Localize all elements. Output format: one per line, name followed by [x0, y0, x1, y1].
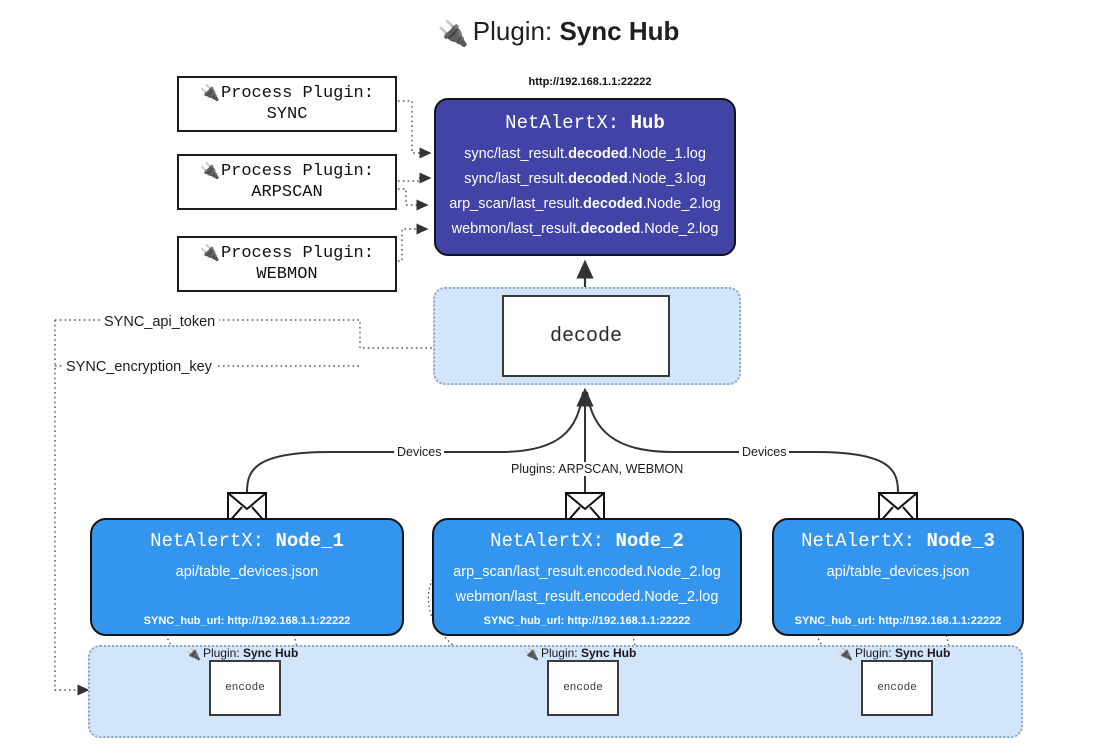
hub-title: NetAlertX: Hub — [436, 112, 734, 134]
hub-node[interactable]: NetAlertX: Hub sync/last_result.decoded.… — [434, 98, 736, 256]
process-plugin-title: Process Plugin: — [220, 83, 374, 103]
hub-log-line: sync/last_result.decoded.Node_1.log — [464, 146, 706, 162]
node-hub-url: SYNC_hub_url: http://192.168.1.1:22222 — [794, 615, 1002, 627]
plug-icon: 🔌 — [838, 647, 853, 661]
plug-icon: 🔌 — [200, 160, 220, 180]
node-title-name: Node_3 — [926, 530, 995, 552]
encode-plugin-label-2: 🔌Plugin: Sync Hub — [524, 646, 637, 661]
node-title: NetAlertX: Node_3 — [774, 530, 1022, 552]
process-plugin-name: SYNC — [266, 105, 308, 124]
process-plugin-title: Process Plugin: — [220, 243, 374, 263]
node-box-node-2[interactable]: NetAlertX: Node_2 arp_scan/last_result.e… — [432, 518, 742, 636]
hub-url-label: http://192.168.1.1:22222 — [528, 76, 652, 88]
encode-plugin-label-3: 🔌Plugin: Sync Hub — [838, 646, 951, 661]
edge-label-plugins-middle: Plugins: ARPSCAN, WEBMON — [508, 462, 687, 476]
hub-log-line: sync/last_result.decoded.Node_3.log — [464, 171, 706, 187]
node-payload-list: api/table_devices.json — [774, 560, 1022, 585]
process-plugin-name: ARPSCAN — [251, 183, 323, 202]
node-payload-list: api/table_devices.json — [92, 560, 402, 585]
hub-title-prefix: NetAlertX: — [505, 112, 620, 134]
encode-box-node-3[interactable]: encode — [861, 660, 933, 716]
node-title-name: Node_1 — [275, 530, 344, 552]
node-hub-url: SYNC_hub_url: http://192.168.1.1:22222 — [483, 615, 691, 627]
process-plugin-sync[interactable]: 🔌Process Plugin: SYNC — [177, 76, 397, 132]
plug-icon: 🔌 — [200, 82, 220, 102]
node-payload-line: api/table_devices.json — [826, 564, 970, 580]
edge-label-devices-left: Devices — [394, 445, 445, 459]
encode-box-node-1[interactable]: encode — [209, 660, 281, 716]
node-title-prefix: NetAlertX: — [490, 530, 605, 552]
node-box-node-3[interactable]: NetAlertX: Node_3 api/table_devices.json… — [772, 518, 1024, 636]
encode-plugin-label-1: 🔌Plugin: Sync Hub — [186, 646, 299, 661]
plug-icon: 🔌 — [437, 20, 469, 48]
edge-label-devices-right: Devices — [739, 445, 790, 459]
node-title-name: Node_2 — [615, 530, 684, 552]
node-payload-list: arp_scan/last_result.encoded.Node_2.log … — [434, 560, 740, 610]
hub-title-name: Hub — [630, 112, 665, 134]
node-hub-url: SYNC_hub_url: http://192.168.1.1:22222 — [143, 615, 351, 627]
sync-encryption-key-label: SYNC_encryption_key — [62, 359, 216, 375]
node-title: NetAlertX: Node_2 — [434, 530, 740, 552]
encode-box-node-2[interactable]: encode — [547, 660, 619, 716]
node-payload-line: webmon/last_result.encoded.Node_2.log — [455, 589, 719, 605]
decode-box[interactable]: decode — [502, 295, 670, 377]
node-title-prefix: NetAlertX: — [801, 530, 916, 552]
node-title: NetAlertX: Node_1 — [92, 530, 402, 552]
node-title-prefix: NetAlertX: — [150, 530, 265, 552]
page-title: 🔌Plugin: Sync Hub — [0, 16, 1117, 49]
hub-log-list: sync/last_result.decoded.Node_1.log sync… — [436, 142, 734, 242]
sync-api-token-label: SYNC_api_token — [100, 314, 220, 330]
process-plugin-name: WEBMON — [256, 265, 318, 284]
page-title-strong: Sync Hub — [559, 16, 680, 46]
node-box-node-1[interactable]: NetAlertX: Node_1 api/table_devices.json… — [90, 518, 404, 636]
page-title-lead: Plugin: — [472, 16, 553, 46]
plug-icon: 🔌 — [186, 647, 201, 661]
hub-log-line: webmon/last_result.decoded.Node_2.log — [451, 221, 719, 237]
hub-log-line: arp_scan/last_result.decoded.Node_2.log — [449, 196, 721, 212]
node-payload-line: arp_scan/last_result.encoded.Node_2.log — [453, 564, 721, 580]
node-payload-line: api/table_devices.json — [175, 564, 319, 580]
process-plugin-arpscan[interactable]: 🔌Process Plugin: ARPSCAN — [177, 154, 397, 210]
process-plugin-title: Process Plugin: — [220, 161, 374, 181]
process-plugin-webmon[interactable]: 🔌Process Plugin: WEBMON — [177, 236, 397, 292]
plug-icon: 🔌 — [524, 647, 539, 661]
plug-icon: 🔌 — [200, 242, 220, 262]
